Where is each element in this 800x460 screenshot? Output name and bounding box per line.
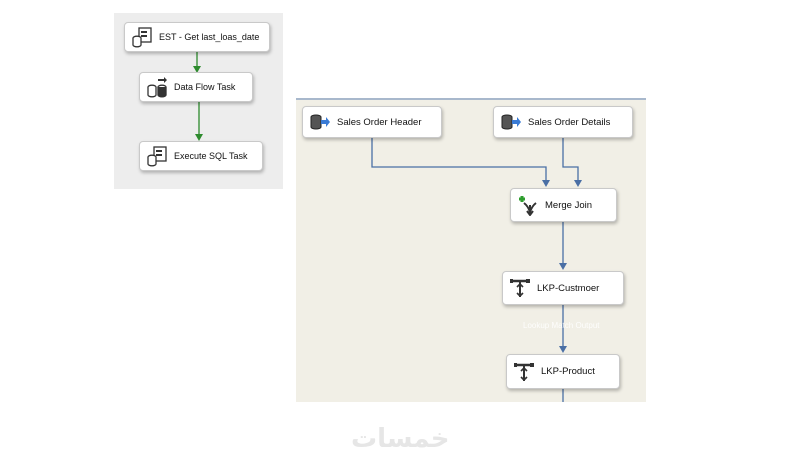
source-sales-order-details[interactable]: Sales Order Details	[493, 106, 633, 138]
component-label: Sales Order Details	[528, 116, 611, 128]
lookup-customer[interactable]: LKP-Custmoer	[502, 271, 624, 305]
component-label: LKP-Custmoer	[537, 282, 600, 294]
source-sales-order-header[interactable]: Sales Order Header	[302, 106, 442, 138]
task-label: EST - Get last_loas_date	[159, 32, 260, 42]
lookup-product[interactable]: LKP-Product	[506, 354, 620, 389]
lookup-icon	[510, 279, 530, 298]
task-est-get-last-load-date[interactable]: EST - Get last_loas_date	[124, 22, 270, 52]
task-execute-sql[interactable]: Execute SQL Task	[139, 141, 263, 171]
watermark-logo: خمسات	[351, 424, 450, 454]
execute-sql-icon	[132, 27, 152, 48]
task-label: Data Flow Task	[174, 82, 236, 92]
component-label: Sales Order Header	[337, 116, 422, 128]
lookup-icon	[514, 362, 534, 381]
task-data-flow[interactable]: Data Flow Task	[139, 72, 253, 102]
ole-db-source-icon	[501, 114, 521, 130]
merge-join-icon	[519, 196, 537, 216]
task-label: Execute SQL Task	[174, 151, 248, 161]
component-label: LKP-Product	[541, 366, 595, 377]
ole-db-source-icon	[310, 114, 330, 130]
execute-sql-icon	[147, 146, 167, 167]
path-annotation: Lookup Match Output	[523, 321, 600, 330]
transform-merge-join[interactable]: Merge Join	[510, 188, 617, 222]
data-flow-icon	[147, 77, 167, 98]
component-label: Merge Join	[545, 199, 592, 211]
